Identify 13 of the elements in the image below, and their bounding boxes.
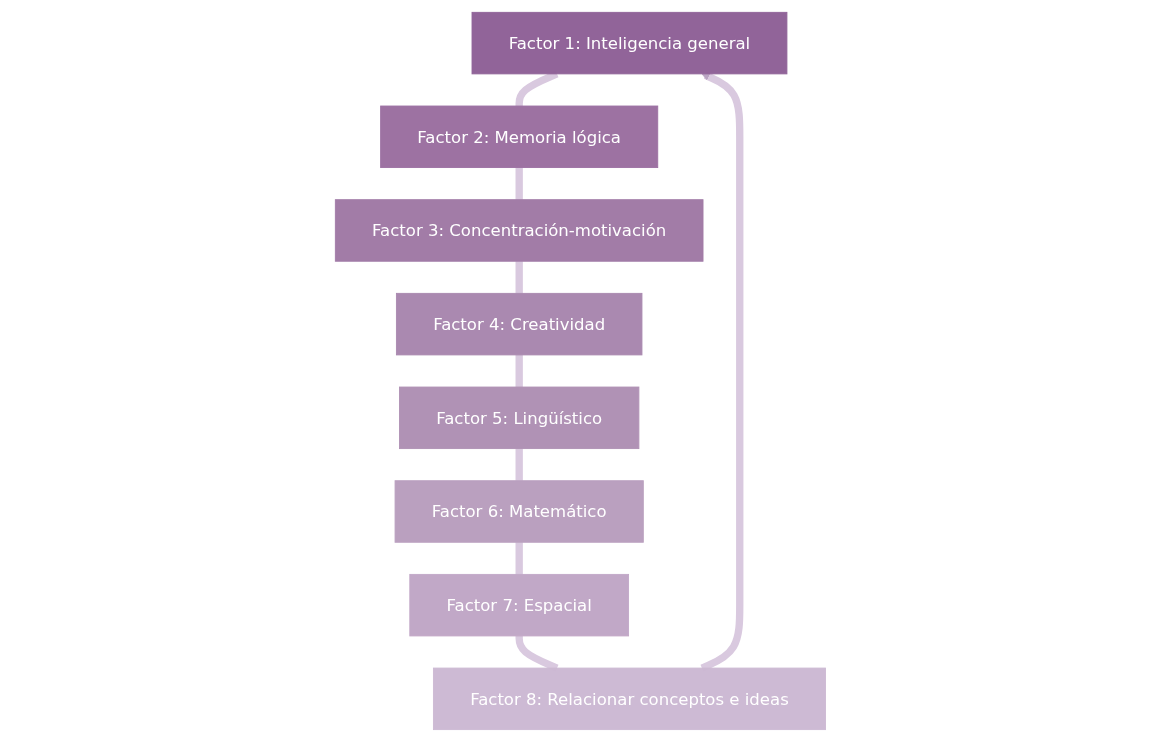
connector xyxy=(515,166,523,201)
node-box: Factor 5: Lingüístico xyxy=(398,386,639,450)
connector xyxy=(515,353,523,389)
node-box: Factor 2: Memoria lógica xyxy=(379,105,658,169)
node-box: Factor 8: Relacionar conceptos e ideas xyxy=(432,667,826,731)
node-box: Factor 4: Creatividad xyxy=(395,292,642,356)
node-box: Factor 3: Concentración-motivación xyxy=(334,199,704,262)
node-box: Factor 7: Espacial xyxy=(408,573,629,637)
node-box: Factor 1: Inteligencia general xyxy=(471,11,787,75)
node-box: Factor 6: Matemático xyxy=(394,480,644,543)
connector xyxy=(515,447,523,482)
connector xyxy=(515,260,523,295)
connector xyxy=(515,541,523,576)
